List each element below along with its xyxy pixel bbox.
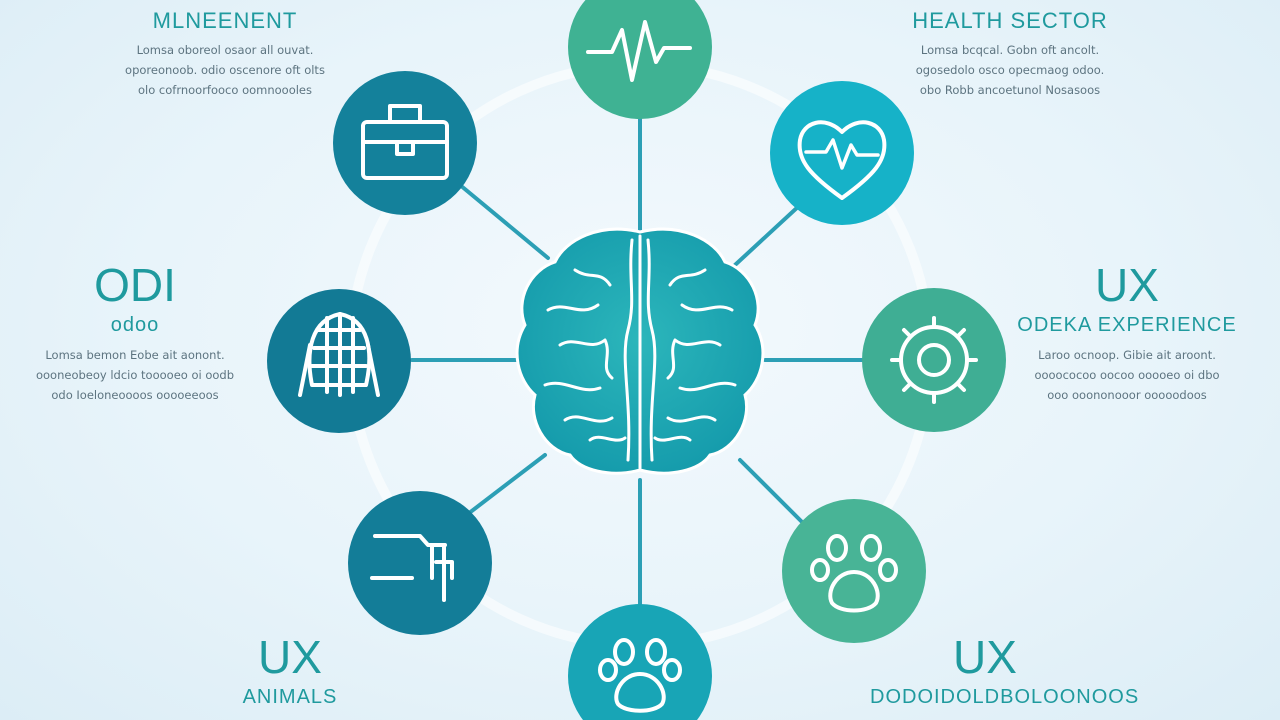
connector-management [458, 183, 550, 260]
heartbeat-line-icon [586, 20, 692, 82]
label-subtitle: odoo [110, 314, 160, 336]
label-line: oooneobeoy ldcio tooooeo oi oodb [35, 368, 235, 382]
label-body: Lomsa oboreol osaor all ouvat. oporeonoo… [110, 40, 340, 100]
node-heartbeat[interactable] [568, 0, 712, 119]
label-line: oooococoo oocoo ooooeo oi dbo [1034, 368, 1220, 382]
node-health[interactable] [770, 81, 914, 225]
label-body: Lomsa bcqcal. Gobn oft ancolt. ogosedolo… [895, 40, 1125, 100]
node-transport[interactable] [348, 491, 492, 635]
label-title: UX [953, 631, 1017, 683]
label-ux-left: UX ANIMALS [200, 630, 380, 709]
heart-pulse-icon [797, 120, 887, 200]
label-line: Lomsa bemon Eobe ait aonont. [45, 348, 225, 362]
node-circle [862, 288, 1006, 432]
label-line: Lomsa bcqcal. Gobn oft ancolt. [920, 43, 1100, 57]
label-line: olo cofrnoorfooco oomnoooles [137, 83, 312, 97]
node-circle [568, 604, 712, 720]
tree-cage-icon [298, 312, 380, 397]
label-ux-bottom-right: UX DODOIDOLDBOLOONOOS [870, 630, 1140, 709]
label-line: ooo ooononooor ooooodoos [1047, 388, 1207, 402]
label-title: ODI [94, 259, 176, 311]
label-body: Laroo ocnoop. Gibie ait aroont. oooococo… [1012, 345, 1242, 405]
label-management: MLNEENENT Lomsa oboreol osaor all ouvat.… [110, 8, 340, 100]
label-subtitle: ANIMALS [242, 686, 338, 708]
node-odi[interactable] [267, 289, 411, 433]
label-odi: ODI odoo Lomsa bemon Eobe ait aonont. oo… [20, 258, 250, 405]
label-subtitle: DODOIDOLDBOLOONOOS [870, 686, 1140, 708]
label-title: HEALTH SECTOR [912, 8, 1108, 33]
connector-health [733, 203, 802, 267]
label-subtitle: ODEKA EXPERIENCE [1017, 314, 1237, 336]
transport-icon [370, 534, 454, 602]
label-title: UX [1095, 259, 1159, 311]
label-body: Lomsa bemon Eobe ait aonont. oooneobeoy … [20, 345, 250, 405]
label-line: oporeonoob. odio oscenore oft olts [125, 63, 325, 77]
node-circle [770, 81, 914, 225]
node-management[interactable] [333, 71, 477, 215]
label-title: MLNEENENT [152, 8, 298, 33]
label-ux-right: UX ODEKA EXPERIENCE Laroo ocnoop. Gibie … [1012, 258, 1242, 405]
node-settings[interactable] [862, 288, 1006, 432]
briefcase-icon [361, 104, 449, 180]
node-animals-bottom[interactable] [568, 604, 712, 720]
node-animals-right[interactable] [782, 499, 926, 643]
center-node[interactable] [515, 227, 765, 475]
connectors [410, 108, 864, 607]
label-health: HEALTH SECTOR Lomsa bcqcal. Gobn oft anc… [895, 8, 1125, 100]
connector-transport [458, 453, 547, 522]
gear-icon [890, 316, 978, 404]
paw-icon [598, 638, 682, 713]
node-circle [348, 491, 492, 635]
connector-animals-right [738, 458, 807, 527]
label-line: Laroo ocnoop. Gibie ait aroont. [1038, 348, 1216, 362]
label-line: odo Ioeloneoooos ooooeeoos [51, 388, 219, 402]
node-circle [568, 0, 712, 119]
label-title: UX [258, 631, 322, 683]
label-line: Lomsa oboreol osaor all ouvat. [136, 43, 314, 57]
paw-icon [810, 534, 898, 613]
label-line: obo Robb ancoetunol Nosasoos [919, 83, 1101, 97]
label-line: ogosedolo osco opecmaog odoo. [915, 63, 1105, 77]
pulse-line [804, 138, 880, 170]
